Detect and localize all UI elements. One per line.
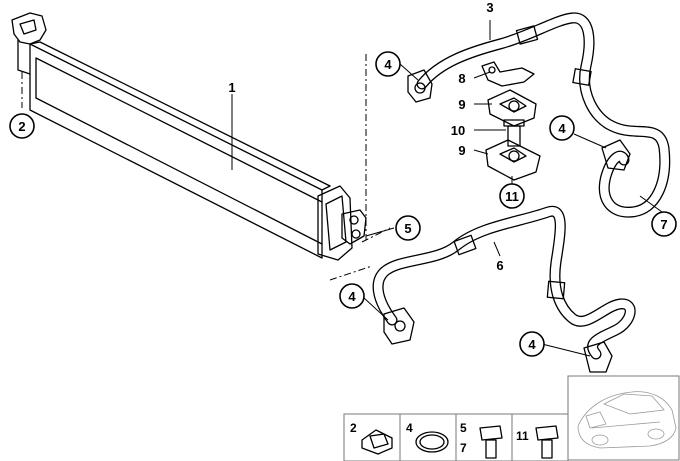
- callout-4-lower-left: 4: [339, 283, 365, 309]
- leader-lines: [231, 20, 663, 357]
- svg-text:4: 4: [558, 121, 566, 136]
- callout-4-upper-right: 4: [549, 115, 575, 141]
- hose-part-3: [407, 12, 671, 218]
- svg-text:4: 4: [384, 57, 392, 72]
- callout-3: 3: [486, 0, 493, 15]
- car-location-thumbnail-icon: [567, 375, 680, 461]
- legend-box-4-seal-ring: 4: [399, 413, 457, 461]
- svg-text:7: 7: [660, 217, 667, 232]
- oil-cooler-part: [11, 12, 367, 261]
- svg-text:5: 5: [404, 221, 411, 236]
- svg-text:6: 6: [496, 258, 503, 273]
- svg-text:4: 4: [348, 289, 356, 304]
- svg-text:2: 2: [350, 421, 357, 435]
- callout-10: 10: [451, 123, 465, 138]
- svg-text:4: 4: [528, 337, 536, 352]
- callout-4-upper-left: 4: [375, 51, 401, 77]
- callout-7: 7: [651, 211, 677, 237]
- svg-text:9: 9: [458, 143, 465, 158]
- callout-6: 6: [496, 258, 503, 273]
- legend-box-11-bolt: 11: [511, 413, 569, 461]
- callout-4-lower-right: 4: [519, 331, 545, 357]
- callout-9-upper: 9: [458, 97, 465, 112]
- svg-text:10: 10: [451, 123, 465, 138]
- callout-8: 8: [458, 71, 465, 86]
- centerline-lower: [329, 265, 373, 281]
- legend-box-5-7-bolt: 5 7: [455, 413, 513, 461]
- callout-5: 5: [395, 215, 421, 241]
- legend-box-2-clip: 2: [343, 413, 401, 461]
- svg-text:1: 1: [228, 80, 235, 95]
- callout-2: 2: [9, 113, 35, 139]
- bracket-part-8: [481, 61, 535, 87]
- svg-text:11: 11: [516, 429, 529, 443]
- callout-11: 11: [499, 183, 525, 209]
- svg-text:7: 7: [460, 441, 467, 455]
- svg-text:9: 9: [458, 97, 465, 112]
- svg-text:4: 4: [406, 421, 413, 435]
- svg-text:11: 11: [505, 189, 519, 204]
- callout-1: 1: [228, 80, 235, 95]
- svg-text:5: 5: [460, 421, 467, 435]
- callout-9-lower: 9: [458, 143, 465, 158]
- hose-part-6: [372, 205, 636, 373]
- svg-text:8: 8: [458, 71, 465, 86]
- svg-text:3: 3: [486, 0, 493, 15]
- clamp-part-9-upper: [487, 89, 537, 127]
- svg-text:2: 2: [18, 119, 25, 134]
- clamp-part-9-lower: [485, 139, 541, 181]
